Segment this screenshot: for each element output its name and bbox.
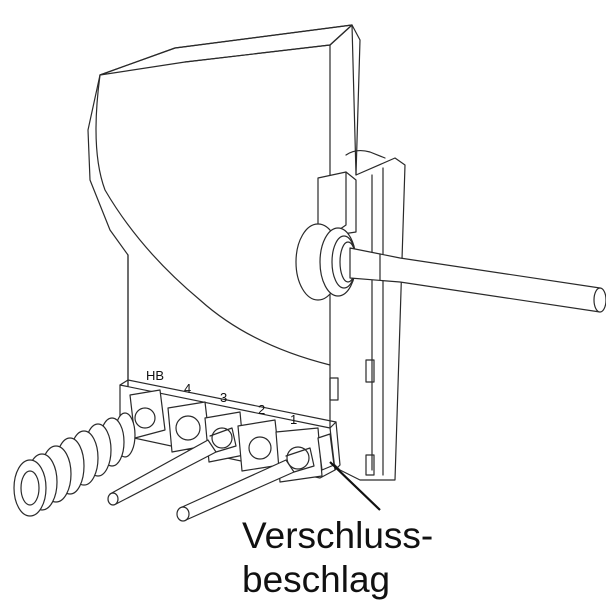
callout-line-2: beschlag — [242, 559, 391, 600]
coil-antenna — [13, 412, 136, 517]
callout-label: Verschluss- beschlag — [242, 514, 433, 602]
slot-label-3: 3 — [220, 390, 227, 405]
slot-label-4: 4 — [184, 381, 191, 396]
slot-label-1: 1 — [290, 412, 297, 427]
callout-line-1: Verschluss- — [242, 515, 434, 556]
main-cable — [349, 247, 606, 313]
housing — [87, 24, 406, 481]
cable-gland — [295, 223, 357, 301]
slot-label-2: 2 — [258, 402, 265, 417]
callout-leader-line — [329, 461, 381, 511]
wire-3 — [107, 427, 237, 506]
wire-1 — [176, 447, 315, 522]
terminal-block — [119, 379, 341, 483]
slot-labels: HB 4 3 2 1 — [146, 368, 297, 427]
slot-label-hb: HB — [146, 368, 164, 383]
